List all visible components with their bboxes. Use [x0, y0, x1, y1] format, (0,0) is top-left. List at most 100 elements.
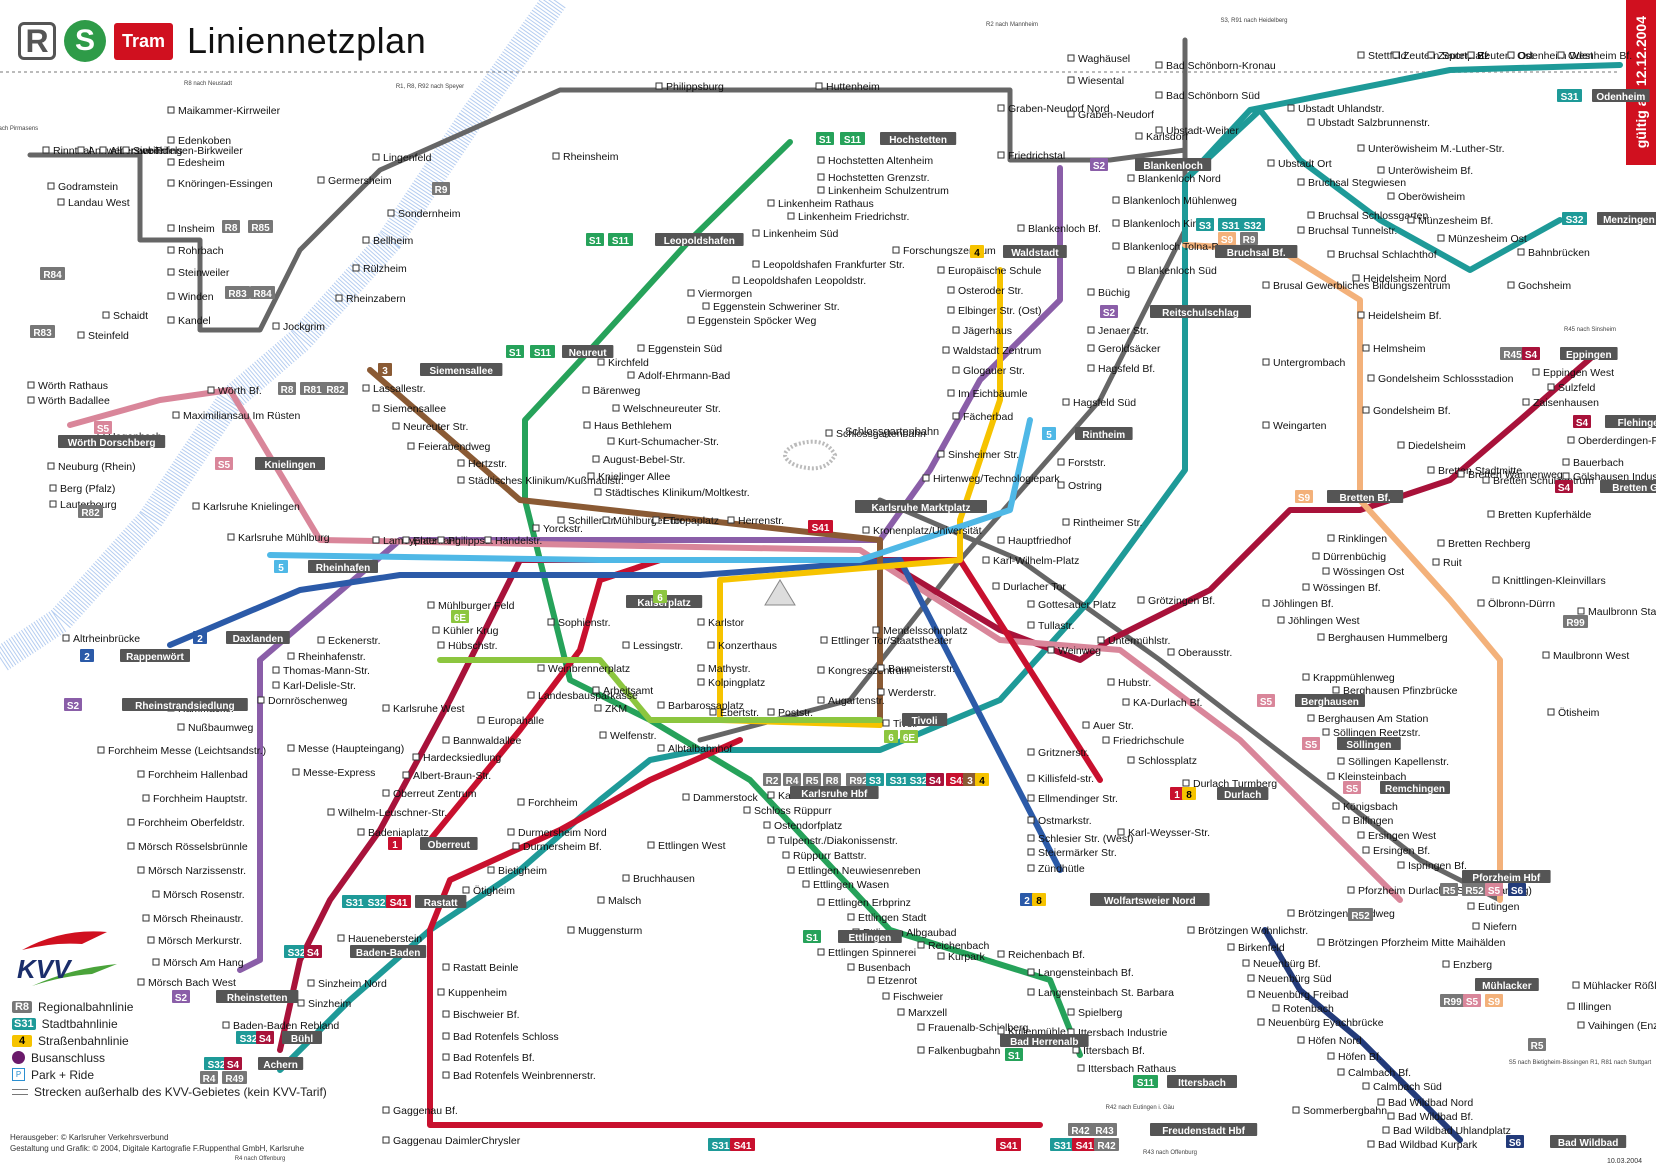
- station[interactable]: Osteroder Str.: [947, 285, 1023, 297]
- station[interactable]: Hübschstr.: [437, 640, 498, 652]
- station[interactable]: Thomas-Mann-Str.: [272, 665, 370, 677]
- station[interactable]: Weinbrennerplatz: [537, 663, 630, 675]
- station[interactable]: Rinklingen: [1327, 533, 1387, 545]
- station[interactable]: Gottesauer Platz: [1027, 599, 1116, 611]
- station[interactable]: Poststr.: [767, 707, 813, 719]
- station[interactable]: Hauptfriedhof: [997, 535, 1071, 547]
- station[interactable]: Leopoldshafen Leopoldstr.: [732, 275, 866, 287]
- station[interactable]: Wörth Rathaus: [27, 380, 108, 392]
- station[interactable]: Busenbach: [847, 962, 911, 974]
- station[interactable]: Europäische Schule: [937, 265, 1042, 277]
- station[interactable]: Mörsch Rheinaustr.: [142, 913, 243, 925]
- station[interactable]: Fächerbad: [952, 411, 1013, 423]
- station[interactable]: Blankenloch Tolna-Platz: [1112, 241, 1235, 253]
- station[interactable]: Haus Bethlehem: [583, 420, 672, 432]
- station[interactable]: Albtalbahnhof: [657, 743, 732, 755]
- station[interactable]: Hochstetten Grenzstr.: [817, 172, 930, 184]
- station[interactable]: Ettlingen Erbprinz: [817, 897, 911, 909]
- station[interactable]: Odenheim Bf.: [1557, 50, 1632, 62]
- station[interactable]: Mörsch Narzissenstr.: [137, 865, 246, 877]
- station[interactable]: Ötigheim: [462, 885, 515, 897]
- station[interactable]: Karlsruhe Knielingen: [192, 501, 300, 513]
- station[interactable]: Durlacher Tor: [992, 581, 1066, 593]
- station[interactable]: Heidelsheim Bf.: [1357, 310, 1442, 322]
- station[interactable]: Dammerstock: [682, 792, 759, 804]
- station[interactable]: Mathystr.: [697, 663, 751, 675]
- station[interactable]: Forchheim Hauptstr.: [142, 793, 248, 805]
- station[interactable]: Forchheim Oberfeldstr.: [127, 817, 245, 829]
- station[interactable]: Viermorgen: [687, 288, 752, 300]
- station[interactable]: Linkenheim Schulzentrum: [817, 185, 949, 197]
- station[interactable]: Maximiliansau Im Rüsten: [172, 410, 300, 422]
- station[interactable]: Karlsruhe Mühlburg: [227, 532, 330, 544]
- station[interactable]: Kirchfeld: [597, 357, 649, 369]
- station[interactable]: Badeniaplatz: [357, 827, 429, 839]
- route-line-s6[interactable]: [1262, 927, 1463, 1143]
- station[interactable]: Rülzheim: [352, 263, 407, 275]
- station[interactable]: Gondelsheim Schlossstadion: [1367, 373, 1514, 385]
- station[interactable]: Arbeitsamt: [592, 685, 653, 697]
- station[interactable]: Elbinger Str. (Ost): [947, 305, 1041, 317]
- station[interactable]: Mörsch Merkurstr.: [147, 935, 242, 947]
- station[interactable]: Knittlingen-Kleinvillars: [1492, 575, 1606, 587]
- station[interactable]: Bad Schönborn-Kronau: [1155, 60, 1276, 72]
- station[interactable]: Oberderdingen-Flehingen: [1567, 435, 1656, 447]
- station[interactable]: Steinfeld: [77, 330, 129, 342]
- station[interactable]: Ötisheim: [1547, 707, 1600, 719]
- station[interactable]: Helmsheim: [1362, 343, 1426, 355]
- station[interactable]: Bellheim: [362, 235, 414, 247]
- route-line-6[interactable]: [437, 657, 883, 723]
- station[interactable]: Eppingen West: [1532, 367, 1614, 379]
- station[interactable]: Linkenheim Friedrichstr.: [787, 211, 909, 223]
- station[interactable]: Im Eichbäumle: [947, 388, 1028, 400]
- station[interactable]: Bischweier Bf.: [442, 1009, 520, 1021]
- station[interactable]: Bad Rotenfels Weinbrennerstr.: [442, 1070, 596, 1082]
- station[interactable]: Ostendorfplatz: [763, 820, 842, 832]
- station[interactable]: Neuburg (Rhein): [47, 461, 136, 473]
- route-line-s32[interactable]: [1182, 107, 1563, 273]
- station[interactable]: Adolf-Ehrmann-Bad: [627, 370, 730, 382]
- station[interactable]: Kühler Krug: [432, 625, 499, 637]
- station[interactable]: Neuenbürg Bf.: [1242, 958, 1321, 970]
- station[interactable]: Godramstein: [47, 181, 118, 193]
- station[interactable]: Siemensallee: [372, 403, 446, 415]
- station[interactable]: Blankenloch Süd: [1127, 265, 1217, 277]
- station[interactable]: Nußbaumweg: [177, 722, 254, 734]
- station[interactable]: Gaggenau DaimlerChrysler: [382, 1135, 521, 1147]
- station[interactable]: Städtisches Klinikum/Moltkestr.: [594, 487, 750, 499]
- station[interactable]: Reichenbach: [917, 940, 989, 952]
- station[interactable]: Heidelsheim Nord: [1352, 273, 1447, 285]
- station[interactable]: Bauerbach: [1562, 457, 1624, 469]
- station[interactable]: Ittersbach Rathaus: [1077, 1063, 1176, 1075]
- station[interactable]: Jockgrim: [272, 321, 325, 333]
- station[interactable]: Karlsdorf: [1135, 131, 1188, 143]
- station[interactable]: Ostmarkstr.: [1027, 815, 1092, 827]
- station[interactable]: Weinweg: [1047, 645, 1101, 657]
- station[interactable]: Lingenfeld: [372, 152, 432, 164]
- station[interactable]: Augartenstr.: [817, 695, 885, 707]
- station[interactable]: Bruchsal Tunnelstr.: [1297, 225, 1397, 237]
- station[interactable]: Yorckstr.: [532, 523, 583, 535]
- station[interactable]: Gochsheim: [1507, 280, 1571, 292]
- station[interactable]: Schloss Rüppurr: [743, 805, 832, 817]
- station[interactable]: Schlesier Str. (West): [1027, 833, 1134, 845]
- station[interactable]: Linkenheim Rathaus: [767, 198, 874, 210]
- station[interactable]: Wiesental: [1067, 75, 1124, 87]
- station[interactable]: Langensteinbach Bf.: [1027, 967, 1134, 979]
- station[interactable]: Ubstadt Uhlandstr.: [1287, 103, 1384, 115]
- station[interactable]: Werderstr.: [877, 687, 936, 699]
- station[interactable]: Barbarossaplatz: [657, 700, 744, 712]
- station[interactable]: Wössingen Ost: [1322, 566, 1404, 578]
- station[interactable]: Höfen Nord: [1297, 1035, 1362, 1047]
- station[interactable]: Sommerbergbahn: [1292, 1105, 1387, 1117]
- station[interactable]: Mörsch Rösselsbrünnle: [127, 841, 248, 853]
- station[interactable]: Durmersheim Bf.: [512, 841, 602, 853]
- station[interactable]: Steinweiler: [167, 267, 230, 279]
- station[interactable]: Wilhelm-Leuschner-Str.: [327, 807, 447, 819]
- station[interactable]: Welschneureuter Str.: [612, 403, 721, 415]
- station[interactable]: Schlossplatz: [1127, 755, 1197, 767]
- station[interactable]: Mühlacker Rößlesweg: [1572, 980, 1656, 992]
- station[interactable]: Ubstadt Ort: [1267, 158, 1332, 170]
- station[interactable]: Maulbronn West: [1542, 650, 1629, 662]
- route-line-r9[interactable]: [877, 497, 1503, 903]
